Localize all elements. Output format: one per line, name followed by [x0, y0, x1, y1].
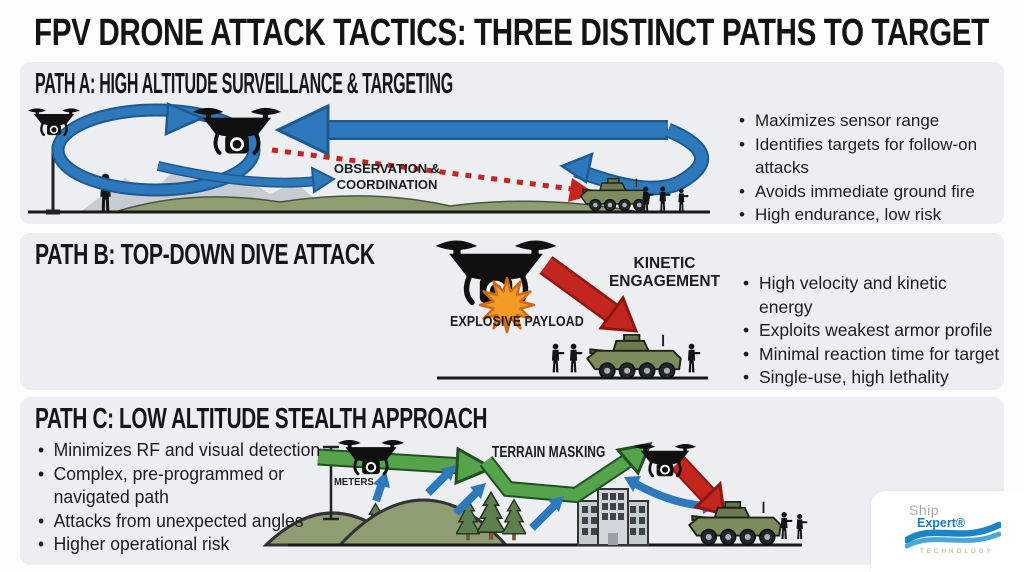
- hills-shape: [114, 195, 641, 213]
- soldier-icon: [687, 343, 701, 373]
- soldier-icon: [569, 343, 583, 373]
- soldier-icon: [551, 343, 565, 373]
- path-b-header: PATH B: TOP-DOWN DIVE ATTACK: [35, 239, 375, 271]
- forward-arrow: [156, 161, 337, 194]
- shipexpert-logo-card: Ship Expert® TECHNOLOGY: [871, 491, 1024, 572]
- bullet-item: Minimal reaction time for target: [742, 343, 1004, 367]
- observation-label: OBSERVATION & COORDINATION: [333, 161, 441, 192]
- path-a-header: PATH A: HIGH ALTITUDE SURVEILLANCE & TAR…: [35, 68, 453, 100]
- soldier-icon: [678, 188, 689, 212]
- section-path-a: PATH A: HIGH ALTITUDE SURVEILLANCE & TAR…: [20, 62, 1004, 227]
- apc-tank-icon: [586, 334, 682, 380]
- hop-arrows: [372, 465, 716, 531]
- bullet-item: Maximizes sensor range: [738, 109, 1004, 133]
- pine-tree-icon: [502, 498, 526, 542]
- path-a-bullets: Maximizes sensor range Identifies target…: [738, 109, 1004, 227]
- bullet-item: Attacks from unexpected angles: [37, 510, 320, 534]
- bullet-item: Exploits weakest armor profile: [742, 319, 1004, 343]
- path-b-illustration: [20, 233, 708, 380]
- page-title: FPV DRONE ATTACK TACTICS: THREE DISTINCT…: [34, 12, 989, 54]
- terrain-masking-arrow: [317, 442, 653, 504]
- bullet-item: High endurance, low risk: [738, 203, 1004, 227]
- path-c-bullets: Minimizes RF and visual detection Comple…: [37, 439, 320, 557]
- soldier-icon: [796, 513, 808, 540]
- bullet-item: Higher operational risk: [37, 533, 320, 557]
- path-a-illustration: [28, 102, 710, 215]
- drone-icon: [193, 106, 281, 155]
- orbit-loop-arrow: [51, 102, 261, 197]
- logo-word-technology: TECHNOLOGY: [919, 549, 994, 555]
- hill-shape: [336, 498, 510, 547]
- bullet-item: Minimizes RF and visual detection: [37, 439, 320, 463]
- bullet-item: Avoids immediate ground fire: [738, 180, 1004, 204]
- logo-word-expert: Expert®: [917, 516, 966, 530]
- logo-word-ship: Ship: [909, 502, 940, 518]
- building-icon: [577, 488, 649, 546]
- path-c-header: PATH C: LOW ALTITUDE STEALTH APPROACH: [35, 403, 488, 435]
- bullet-item: Single-use, high lethality: [742, 366, 1004, 390]
- meters-label: METERS: [334, 477, 374, 488]
- bullet-item: High velocity and kinetic energy: [742, 272, 1004, 319]
- bullet-item: Complex, pre-programmed or navigated pat…: [37, 463, 320, 510]
- path-b-bullets: High velocity and kinetic energy Exploit…: [742, 272, 1004, 390]
- pine-tree-icon: [477, 491, 505, 541]
- explosion-starburst-icon: [478, 276, 536, 334]
- kinetic-engagement-label: KINETIC ENGAGEMENT: [608, 255, 721, 290]
- bullet-item: Identifies targets for follow-on attacks: [738, 133, 1004, 180]
- section-path-b: PATH B: TOP-DOWN DIVE ATTACK KINETIC ENG…: [20, 233, 1004, 390]
- explosive-payload-label: EXPLOSIVE PAYLOAD: [450, 314, 584, 330]
- terrain-masking-label: TERRAIN MASKING: [492, 444, 606, 461]
- strike-arrow: [671, 456, 726, 516]
- dive-attack-arrow: [539, 256, 639, 333]
- soldier-icon: [780, 512, 793, 539]
- wave-logo-icon: [905, 521, 1001, 549]
- section-path-c: PATH C: LOW ALTITUDE STEALTH APPROACH: [20, 397, 1004, 565]
